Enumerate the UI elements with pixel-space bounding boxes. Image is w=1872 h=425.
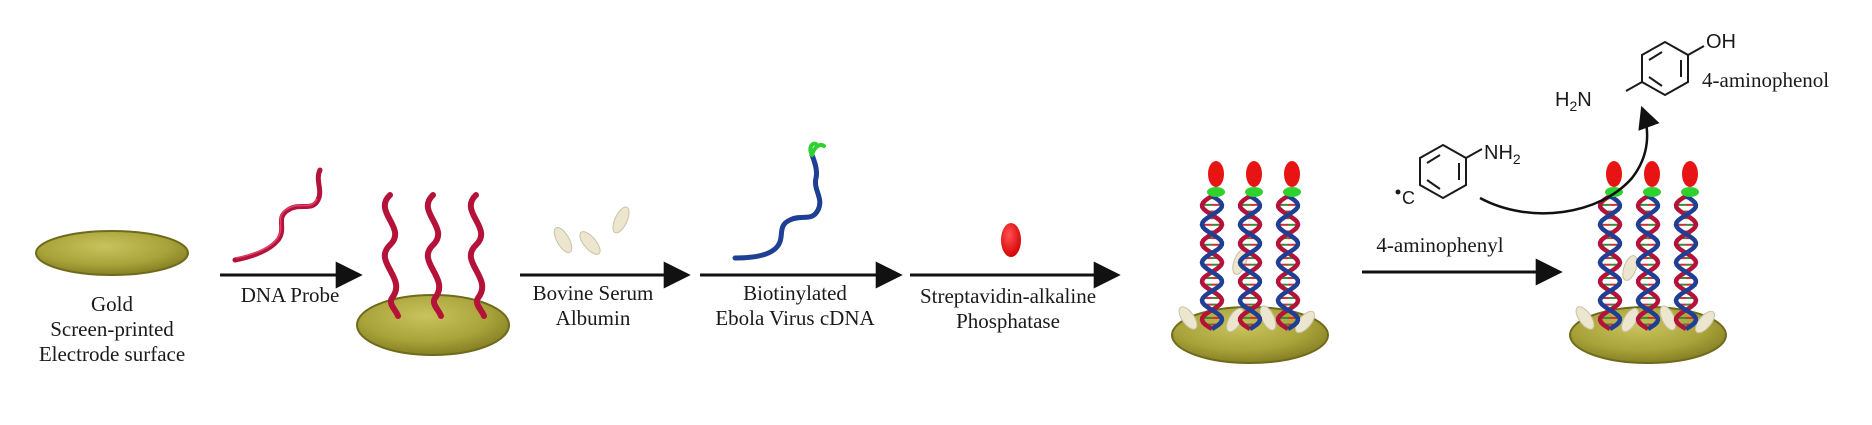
step-streptavidin: Streptavidin-alkaline Phosphatase (910, 223, 1121, 333)
bsa-label-line2: Albumin (556, 306, 631, 330)
gold-label-line1: Gold (91, 292, 134, 316)
gold-electrode (35, 230, 189, 276)
bsa-molecule (1622, 255, 1638, 281)
probe-strand (467, 192, 487, 319)
probe-strand (1199, 194, 1225, 331)
h2n-group: H2N (1555, 89, 1592, 114)
streptavidin-alp-enzyme (1284, 161, 1300, 187)
target-cdna-strand (1635, 194, 1661, 331)
bsa-molecule (612, 206, 630, 234)
free-probe-strand (232, 167, 323, 263)
bsa-molecule (1178, 306, 1198, 330)
streptavidin-alp-enzyme (1001, 223, 1021, 257)
aminophenyl-label: 4-aminophenyl (1376, 233, 1503, 257)
stage-final-electrode (1569, 161, 1727, 364)
stage-hybridized-electrode (1171, 161, 1329, 364)
probe-strand (1275, 194, 1301, 331)
probe-strand (1635, 194, 1661, 331)
biotin-tag (1643, 187, 1661, 197)
bsa-molecule (1659, 305, 1677, 331)
step-dna-probe: DNA Probe (220, 167, 363, 307)
bsa-molecule (1621, 307, 1639, 333)
nh2-group: NH2 (1484, 142, 1521, 167)
target-cdna-strand (1275, 194, 1301, 331)
streptavidin-label-line2: Phosphatase (956, 309, 1060, 333)
aminophenyl-radical-molecule: NH2 C (1395, 142, 1521, 208)
biotin-tag (1207, 187, 1225, 197)
oh-group: OH (1706, 31, 1736, 53)
aminophenol-molecule: OH H2N 4-aminophenol (1555, 31, 1829, 114)
step-cdna: Biotinylated Ebola Virus cDNA (700, 141, 903, 330)
target-cdna-strand (732, 152, 823, 261)
bsa-molecule (1259, 305, 1277, 331)
target-cdna-strand (1237, 194, 1263, 331)
gold-electrode (1171, 306, 1329, 364)
gold-electrode (1569, 306, 1727, 364)
streptavidin-alp-enzyme (1682, 161, 1698, 187)
stage-probe-electrode (356, 192, 510, 356)
probe-strand (381, 192, 401, 319)
conversion-arrow (1479, 105, 1660, 215)
stage-bare-electrode: Gold Screen-printed Electrode surface (35, 230, 189, 366)
radical-dot (1395, 189, 1401, 195)
streptavidin-alp-enzyme (1644, 161, 1660, 187)
streptavidin-label-line1: Streptavidin-alkaline (920, 284, 1096, 308)
bsa-molecule (1294, 310, 1316, 334)
biotin-tag (1283, 187, 1301, 197)
biotin-tag (1681, 187, 1699, 197)
bsa-molecule (1575, 306, 1595, 330)
free-probe-strand-highlight (235, 198, 318, 259)
streptavidin-alp-enzyme (1606, 161, 1622, 187)
cdna-label-line1: Biotinylated (743, 281, 847, 305)
biotin-tag (1245, 187, 1263, 197)
probe-strand (1673, 194, 1699, 331)
target-cdna-strand (1199, 194, 1225, 331)
streptavidin-alp-enzyme (1208, 161, 1224, 187)
biotin-tag (808, 141, 826, 157)
step-bsa: Bovine Serum Albumin (520, 206, 691, 330)
probe-strand (1237, 194, 1263, 331)
bsa-molecule (1694, 310, 1716, 334)
streptavidin-alp-enzyme (1246, 161, 1262, 187)
gold-label-line2: Screen-printed (50, 317, 174, 341)
bsa-molecule (579, 231, 601, 255)
step-aminophenyl: 4-aminophenyl (1362, 233, 1563, 286)
cdna-label-line2: Ebola Virus cDNA (715, 306, 875, 330)
radical-carbon: C (1402, 188, 1415, 208)
gold-label-line3: Electrode surface (39, 342, 185, 366)
probe-strand (1597, 194, 1623, 331)
target-cdna-strand (1597, 194, 1623, 331)
bsa-molecule (553, 227, 573, 253)
bsa-label-line1: Bovine Serum (533, 281, 654, 305)
dna-probe-label: DNA Probe (241, 283, 340, 307)
target-cdna-strand (1673, 194, 1699, 331)
aminophenol-label: 4-aminophenol (1702, 68, 1829, 92)
probe-strand (424, 192, 444, 319)
